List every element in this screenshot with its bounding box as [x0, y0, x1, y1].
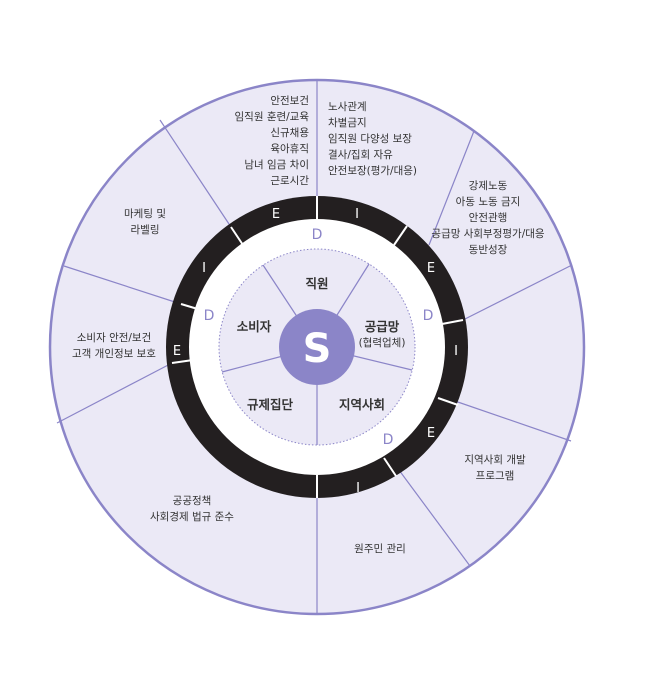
segment-consumer-safety: 소비자 안전/보건 고객 개인정보 보호: [72, 332, 156, 360]
ring-letter-i: I: [454, 344, 458, 359]
stakeholder-community: 지역사회: [339, 397, 385, 412]
ring-letter-e: E: [427, 261, 435, 276]
segment-line: 사회경제 법규 준수: [150, 510, 234, 523]
center-letter: S: [303, 326, 332, 372]
segment-line: 강제노동: [469, 180, 508, 192]
stakeholder-suppliers: 공급망: [365, 319, 400, 334]
ring-separator: [171, 359, 194, 364]
ring-letter-e: E: [173, 344, 181, 359]
center-circle: [279, 309, 355, 385]
ring-separator: [180, 303, 202, 311]
ring-separator: [437, 397, 459, 406]
segment-line: 육아휴직: [270, 143, 309, 155]
segment-supply-chain: 강제노동 아동 노동 금지 안전관행 공급망 사회부정평가/대응 동반성장: [431, 180, 544, 256]
segment-line: 차별금지: [328, 117, 367, 129]
divider-line: [63, 265, 182, 305]
segment-public-policy: 공공정책 사회경제 법규 준수: [150, 495, 234, 523]
ring-letter-e: E: [272, 207, 280, 222]
segment-line: 지역사회 개발: [464, 454, 526, 466]
segment-marketing: 마케팅 및 라벨링: [124, 208, 166, 236]
outer-dividers: [56, 80, 573, 614]
segment-line: 근로시간: [270, 175, 309, 187]
segment-line: 동반성장: [469, 244, 508, 256]
ring-separator: [441, 319, 464, 325]
segment-line: 공공정책: [173, 495, 212, 507]
segment-community-dev: 지역사회 개발 프로그램: [464, 454, 526, 482]
divider-line: [395, 465, 471, 567]
segment-indigenous: 원주민 관리: [354, 543, 406, 555]
divider-line: [159, 119, 232, 228]
segment-line: 안전관행: [469, 212, 508, 224]
segment-line: 임직원 다양성 보장: [328, 132, 412, 145]
d-letter: D: [383, 432, 394, 448]
segment-employee-top-left: 안전보건 임직원 훈련/교육 신규채용 육아휴직 남녀 임금 차이 근로시간: [235, 95, 310, 187]
segment-line: 원주민 관리: [354, 543, 406, 555]
d-letter: D: [423, 308, 434, 324]
segment-line: 안전보건: [270, 95, 309, 107]
segment-line: 마케팅 및: [124, 208, 166, 220]
ring-separators: [171, 196, 464, 498]
segment-line: 노사관계: [328, 101, 367, 113]
segment-line: 라벨링: [131, 224, 160, 236]
segment-line: 임직원 훈련/교육: [235, 110, 310, 123]
stakeholder-suppliers-sub: (협력업체): [359, 336, 406, 349]
segment-line: 고객 개인정보 보호: [72, 348, 156, 360]
segment-line: 공급망 사회부정평가/대응: [431, 228, 544, 240]
divider-line: [56, 362, 173, 424]
ring-letter-i: I: [202, 261, 206, 276]
ring-separator: [383, 457, 397, 477]
segment-line: 남녀 임금 차이: [244, 158, 309, 171]
ring-separator: [230, 226, 244, 246]
segment-employee-top-right: 노사관계 차별금지 임직원 다양성 보장 결사/집회 자유 안전보장(평가/대응…: [328, 101, 417, 177]
d-letter: D: [312, 227, 323, 243]
stakeholder-regulators: 규제집단: [247, 397, 294, 412]
stakeholder-consumers: 소비자: [237, 319, 272, 334]
divider-line: [451, 399, 572, 442]
segment-line: 결사/집회 자유: [328, 149, 393, 161]
segment-line: 프로그램: [476, 470, 515, 482]
ring-letter-e: E: [427, 426, 435, 441]
ring-letter-i: I: [355, 207, 359, 222]
d-letter: D: [204, 308, 215, 324]
segment-line: 안전보장(평가/대응): [328, 165, 417, 177]
segment-line: 아동 노동 금지: [456, 196, 521, 208]
divider-line: [462, 264, 573, 321]
ring-separator: [393, 225, 408, 246]
segment-line: 신규채용: [270, 127, 309, 139]
segment-line: 소비자 안전/보건: [77, 332, 152, 344]
divider-line: [428, 130, 475, 246]
stakeholder-employees: 직원: [305, 276, 328, 291]
ring-letter-i: I: [356, 481, 360, 496]
